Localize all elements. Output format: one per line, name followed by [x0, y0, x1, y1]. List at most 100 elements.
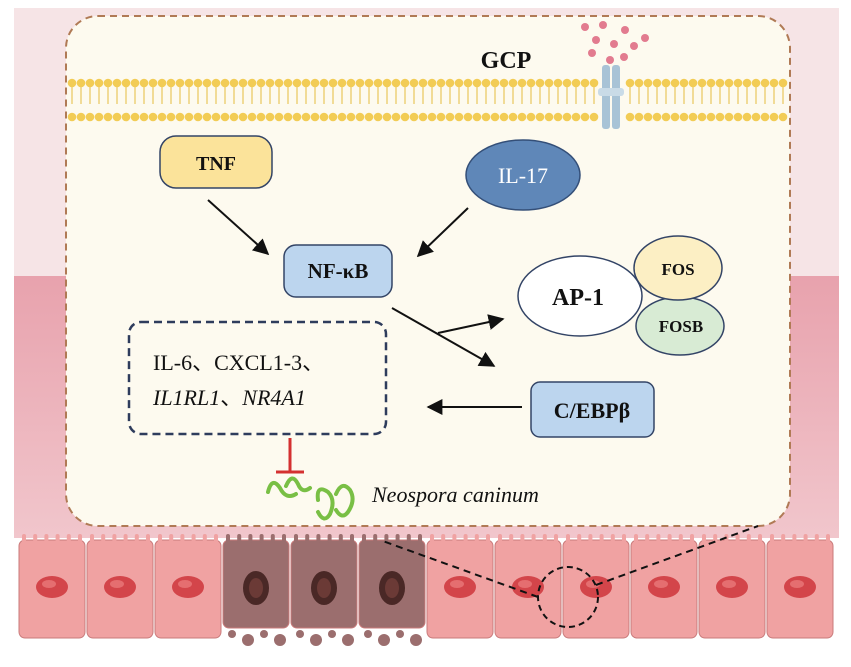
- damaged-epithelial-cell: [222, 534, 290, 646]
- parasite-icon: [266, 476, 355, 521]
- lipid-molecule: [427, 78, 437, 122]
- lipid-molecule: [328, 78, 338, 122]
- ligand-dot: [630, 42, 638, 50]
- lipid-molecule: [769, 78, 779, 122]
- target-genes-box: [127, 320, 388, 436]
- lipid-molecule: [166, 78, 176, 122]
- lipid-molecule: [454, 78, 464, 122]
- lipid-molecule: [148, 78, 158, 122]
- cebpb-label: C/EBPβ: [554, 398, 630, 423]
- lipid-molecule: [319, 78, 329, 122]
- lipid-molecule: [220, 78, 230, 122]
- cell-membrane: [67, 78, 788, 122]
- lipid-molecule: [301, 78, 311, 122]
- lipid-molecule: [571, 78, 581, 122]
- lipid-molecule: [436, 78, 446, 122]
- tnf-node: [159, 135, 273, 189]
- lipid-molecule: [67, 78, 77, 122]
- arrow-to-ap1: [437, 314, 505, 334]
- lipid-molecule: [697, 78, 707, 122]
- lipid-molecule: [202, 78, 212, 122]
- lipid-molecule: [526, 78, 536, 122]
- lipid-molecule: [679, 78, 689, 122]
- lipid-molecule: [544, 78, 554, 122]
- lipid-molecule: [175, 78, 185, 122]
- ap1-label: AP-1: [552, 285, 604, 311]
- lipid-molecule: [589, 78, 599, 122]
- lipid-molecule: [499, 78, 509, 122]
- epithelial-cell: [494, 534, 562, 639]
- epithelial-cell: [698, 534, 766, 639]
- damaged-epithelial-cell: [358, 534, 426, 646]
- epithelial-cell: [86, 534, 154, 639]
- lipid-molecule: [292, 78, 302, 122]
- lipid-molecule: [373, 78, 383, 122]
- lipid-molecule: [103, 78, 113, 122]
- lipid-molecule: [121, 78, 131, 122]
- ligand-dot: [620, 53, 628, 61]
- lipid-molecule: [481, 78, 491, 122]
- lipid-molecule: [418, 78, 428, 122]
- ligand-dot: [592, 36, 600, 44]
- lipid-molecule: [760, 78, 770, 122]
- lipid-molecule: [562, 78, 572, 122]
- gene-nr4a1: NR4A1: [241, 385, 306, 410]
- arrow-il17-to-nfkb: [416, 207, 469, 258]
- lipid-molecule: [193, 78, 203, 122]
- lipid-molecule: [229, 78, 239, 122]
- lipid-molecule: [580, 78, 590, 122]
- ap1-node: [517, 255, 643, 337]
- membrane-receptor: [598, 65, 624, 129]
- nfkb-node: [283, 244, 393, 298]
- fos-label: FOS: [661, 260, 694, 279]
- lipid-molecule: [472, 78, 482, 122]
- lipid-molecule: [283, 78, 293, 122]
- lipid-molecule: [265, 78, 275, 122]
- epithelial-cell-layer: [18, 534, 834, 646]
- il17-label: IL-17: [498, 163, 548, 188]
- lipid-molecule: [139, 78, 149, 122]
- ligand-dot: [641, 34, 649, 42]
- lipid-molecule: [310, 78, 320, 122]
- epithelial-cell: [18, 534, 86, 639]
- lipid-molecule: [184, 78, 194, 122]
- lipid-molecule: [751, 78, 761, 122]
- lipid-molecule: [157, 78, 167, 122]
- lipid-molecule: [535, 78, 545, 122]
- lipid-molecule: [715, 78, 725, 122]
- lipid-molecule: [508, 78, 518, 122]
- lipid-molecule: [661, 78, 671, 122]
- lipid-molecule: [652, 78, 662, 122]
- epithelial-cell: [766, 534, 834, 639]
- lipid-molecule: [76, 78, 86, 122]
- lipid-molecule: [94, 78, 104, 122]
- arrow-tnf-to-nfkb: [207, 199, 270, 256]
- lipid-molecule: [463, 78, 473, 122]
- pathogen-label: Neospora caninum: [371, 482, 539, 507]
- genes-line-1: IL-6、CXCL1-3、: [153, 350, 324, 375]
- genes-line-2: IL1RL1、NR4A1: [152, 385, 306, 410]
- lipid-molecule: [742, 78, 752, 122]
- lipid-molecule: [85, 78, 95, 122]
- lipid-molecule: [490, 78, 500, 122]
- lipid-molecule: [247, 78, 257, 122]
- lipid-molecule: [400, 78, 410, 122]
- gene-il1rl1: IL1RL1: [152, 385, 220, 410]
- lipid-molecule: [778, 78, 788, 122]
- epithelial-cell: [562, 534, 630, 639]
- ligand-dots: [581, 21, 649, 64]
- lipid-molecule: [355, 78, 365, 122]
- ligand-dot: [606, 56, 614, 64]
- ligand-dot: [610, 40, 618, 48]
- lipid-molecule: [688, 78, 698, 122]
- epithelial-cell: [154, 534, 222, 639]
- gcp-label: GCP: [481, 48, 532, 74]
- zoom-line-left: [379, 539, 539, 598]
- ligand-dot: [599, 21, 607, 29]
- lipid-molecule: [337, 78, 347, 122]
- lipid-molecule: [517, 78, 527, 122]
- zoom-line-right: [595, 525, 759, 586]
- ligand-dot: [621, 26, 629, 34]
- ligand-dot: [581, 23, 589, 31]
